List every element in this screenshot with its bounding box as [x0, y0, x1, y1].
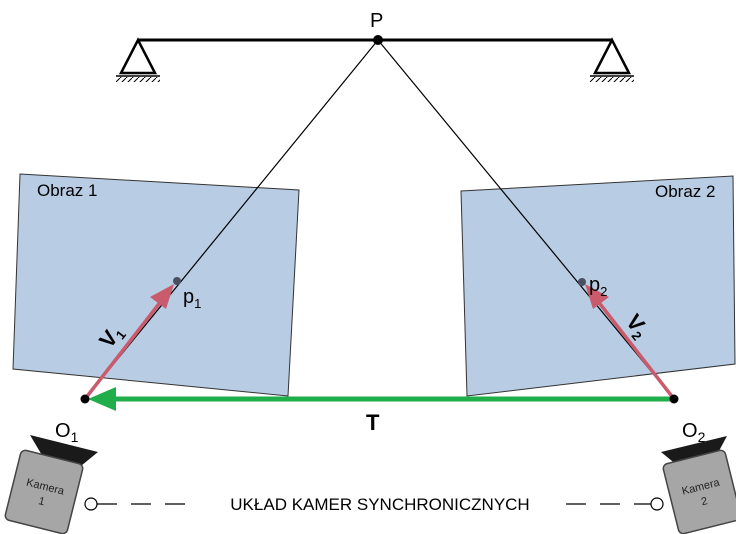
- right-support-hatch: [590, 77, 634, 82]
- ray-p-to-o1: [84, 39, 379, 400]
- vector-v1: [83, 298, 164, 401]
- camera-center-o1: [80, 394, 90, 404]
- rig-label: UKŁAD KAMER SYNCHRONICZNYCH: [230, 495, 529, 514]
- vector-v2-arrowhead: [585, 284, 609, 309]
- vector-v1-arrowhead: [150, 284, 174, 309]
- image-plane-2: [460, 175, 736, 397]
- point-p-label: P: [370, 10, 383, 32]
- camera-1-body: [4, 449, 84, 534]
- camera-center-o1-label: O1: [55, 420, 79, 445]
- camera-2-label-line2: 2: [700, 495, 709, 508]
- translation-arrowhead: [88, 387, 116, 411]
- camera-1: Kamera 1: [4, 435, 98, 534]
- camera-1-label-line2: 1: [37, 495, 46, 508]
- right-support: [592, 37, 632, 75]
- image-1-label: Obraz 1: [37, 181, 97, 200]
- image-2-label: Obraz 2: [655, 182, 715, 201]
- point-p1-label: p1: [183, 286, 201, 311]
- image-plane-1: [12, 173, 300, 397]
- rig-joint-left: [84, 497, 98, 511]
- translation-label: T: [366, 410, 380, 435]
- camera-rig-connector: UKŁAD KAMER SYNCHRONICZNYCH: [84, 495, 664, 514]
- camera-center-o2-label: O2: [682, 420, 706, 445]
- rig-joint-right: [650, 497, 664, 511]
- point-p2-label: p2: [589, 274, 607, 299]
- point-p2: [578, 278, 586, 286]
- camera-2: Kamera 2: [661, 436, 736, 534]
- vector-v2: [595, 298, 676, 401]
- left-support: [118, 37, 158, 75]
- camera-center-o2: [669, 394, 679, 404]
- camera-2-body: [662, 449, 736, 534]
- point-p1: [173, 277, 181, 285]
- ray-p-to-o2: [377, 39, 675, 400]
- point-p: [373, 35, 383, 45]
- left-support-hatch: [116, 77, 160, 82]
- beam-structure: [116, 37, 634, 82]
